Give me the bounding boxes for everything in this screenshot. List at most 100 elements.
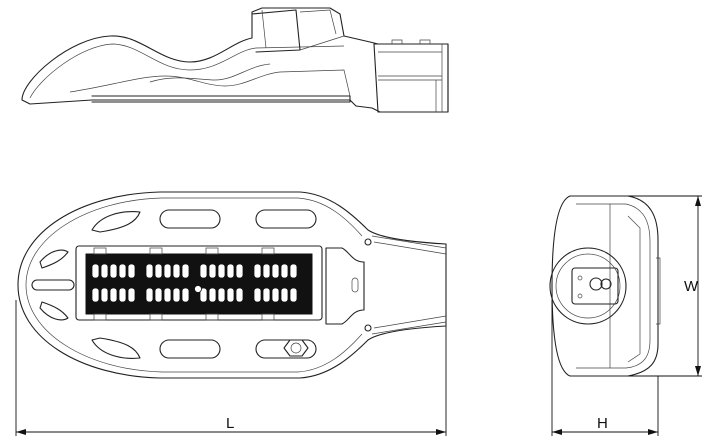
led-lens-array: [91, 263, 298, 303]
led-board: [85, 253, 313, 315]
vent-slot: [39, 301, 69, 321]
arrowhead: [695, 366, 701, 376]
end-view-screw: [577, 275, 583, 281]
led-lens: [109, 287, 118, 303]
led-lens: [280, 287, 289, 303]
led-lens: [127, 287, 136, 303]
end-view-bolt: [600, 278, 612, 290]
arrowhead: [436, 429, 446, 435]
arrowhead: [16, 429, 26, 435]
vent-slot: [31, 279, 75, 291]
end-view-bracket: [571, 267, 619, 305]
dimension-label-length: L: [226, 415, 234, 432]
led-lens: [91, 287, 100, 303]
clip: [261, 313, 275, 321]
clip: [149, 313, 163, 321]
board-screw: [194, 285, 202, 293]
led-lens: [262, 263, 271, 279]
led-lens: [226, 263, 235, 279]
led-lens: [127, 263, 136, 279]
top-view: [17, 191, 447, 379]
led-lens: [262, 287, 271, 303]
led-lens: [154, 287, 163, 303]
driver-compartment: [325, 247, 365, 325]
led-lens: [289, 263, 298, 279]
led-lens: [289, 287, 298, 303]
vent-slot: [91, 337, 141, 359]
led-lens: [181, 287, 190, 303]
led-lens: [271, 263, 280, 279]
led-lens: [271, 287, 280, 303]
end-view-spigot-inner: [555, 253, 621, 319]
side-view-spigot: [373, 43, 449, 113]
led-lens: [280, 263, 289, 279]
end-view-inner-shell: [576, 203, 651, 369]
vent-slot: [255, 209, 317, 229]
side-view-top-housing-detail: [261, 9, 345, 51]
side-view-base-plate: [91, 95, 351, 103]
end-view-bolt: [589, 277, 603, 291]
clip: [93, 313, 107, 321]
led-lens: [91, 263, 100, 279]
end-view-shell: [551, 195, 659, 377]
led-lens: [208, 287, 217, 303]
led-lens: [253, 287, 262, 303]
side-view-body-inner: [29, 43, 345, 99]
end-view-side-lip: [656, 257, 661, 325]
clip: [205, 247, 219, 255]
side-view-wave-lower: [69, 69, 351, 97]
led-lens: [172, 287, 181, 303]
vent-slot: [91, 211, 141, 233]
led-lens: [172, 263, 181, 279]
arrowhead: [648, 429, 658, 435]
led-lens: [181, 263, 190, 279]
clip: [93, 247, 107, 255]
hex-bolt: [283, 339, 309, 357]
led-lens: [100, 263, 109, 279]
led-lens: [118, 263, 127, 279]
vent-slot: [39, 249, 69, 269]
mount-hole: [364, 238, 372, 246]
clip: [149, 247, 163, 255]
vent-slot: [159, 209, 221, 229]
dimension-lines: [15, 195, 702, 436]
side-view-wave-mid: [149, 63, 271, 83]
top-view-inner-shell: [25, 197, 363, 373]
led-lens: [145, 287, 154, 303]
indicator-slot: [351, 277, 359, 293]
led-lens: [208, 263, 217, 279]
led-lens: [163, 287, 172, 303]
end-view-screw: [577, 293, 583, 299]
led-lens: [217, 287, 226, 303]
led-lens: [235, 263, 244, 279]
dimension-label-height: H: [597, 415, 608, 432]
led-module-frame: [75, 245, 323, 321]
side-view: [21, 7, 449, 113]
led-lens: [199, 263, 208, 279]
led-lens: [253, 263, 262, 279]
side-view-top-housing: [251, 9, 301, 53]
led-lens: [163, 263, 172, 279]
led-lens: [109, 263, 118, 279]
led-lens: [199, 287, 208, 303]
mount-hole: [364, 324, 372, 332]
led-lens: [217, 263, 226, 279]
dimension-label-width: W: [684, 278, 699, 295]
end-view-spigot-ring: [549, 247, 627, 325]
led-lens: [235, 287, 244, 303]
side-view-spigot-detail: [378, 39, 443, 112]
led-lens: [100, 287, 109, 303]
led-lens: [118, 287, 127, 303]
led-lens: [226, 287, 235, 303]
led-lens: [145, 263, 154, 279]
arrowhead: [552, 429, 562, 435]
end-view: [549, 195, 661, 377]
top-view-outer-shell: [17, 191, 447, 379]
top-view-spigot-lines: [371, 235, 447, 335]
vent-slot: [159, 339, 221, 359]
vent-slot: [255, 339, 317, 359]
module-clips: [93, 247, 275, 321]
led-lens: [154, 263, 163, 279]
